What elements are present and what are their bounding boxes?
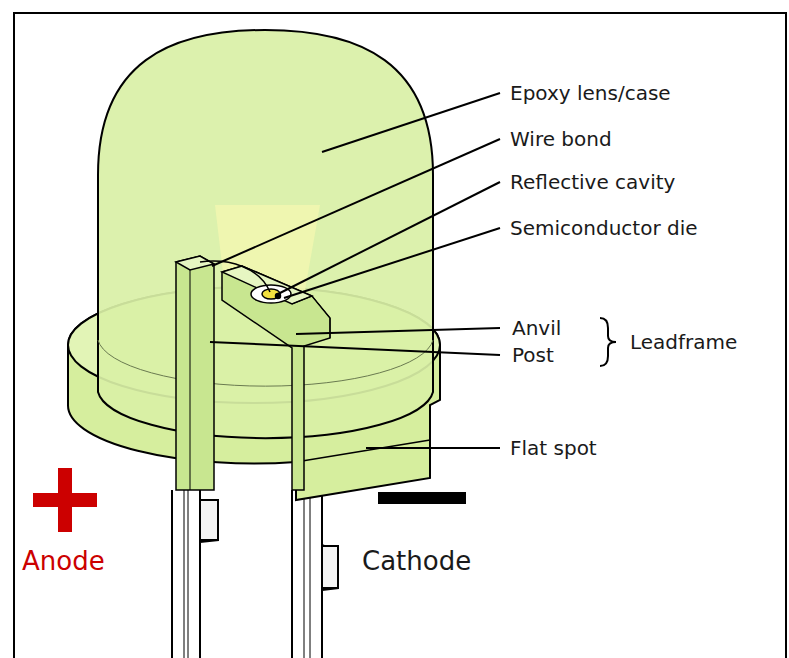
- leader-lines: [210, 93, 500, 448]
- terminal-label: Cathode: [362, 546, 471, 577]
- plus-sign: [33, 493, 97, 507]
- group-label: Leadframe: [630, 330, 737, 354]
- part-label: Flat spot: [510, 436, 597, 460]
- part-label: Epoxy lens/case: [510, 81, 671, 105]
- part-label: Wire bond: [510, 127, 612, 151]
- terminal-label: Anode: [22, 546, 105, 577]
- part-label: Post: [512, 343, 554, 367]
- semiconductor-die: [262, 289, 280, 299]
- post: [176, 256, 214, 490]
- wire-bond: [200, 261, 270, 292]
- frame: [14, 13, 786, 658]
- part-label: Semiconductor die: [510, 216, 698, 240]
- dome-base-line: [98, 340, 433, 386]
- bracket: [600, 318, 616, 366]
- part-label: Anvil: [512, 316, 561, 340]
- epoxy-dome: [98, 30, 433, 438]
- part-label: Reflective cavity: [510, 170, 675, 194]
- anvil: [222, 266, 330, 490]
- lead-wires: [172, 490, 338, 658]
- minus-sign: [378, 492, 466, 504]
